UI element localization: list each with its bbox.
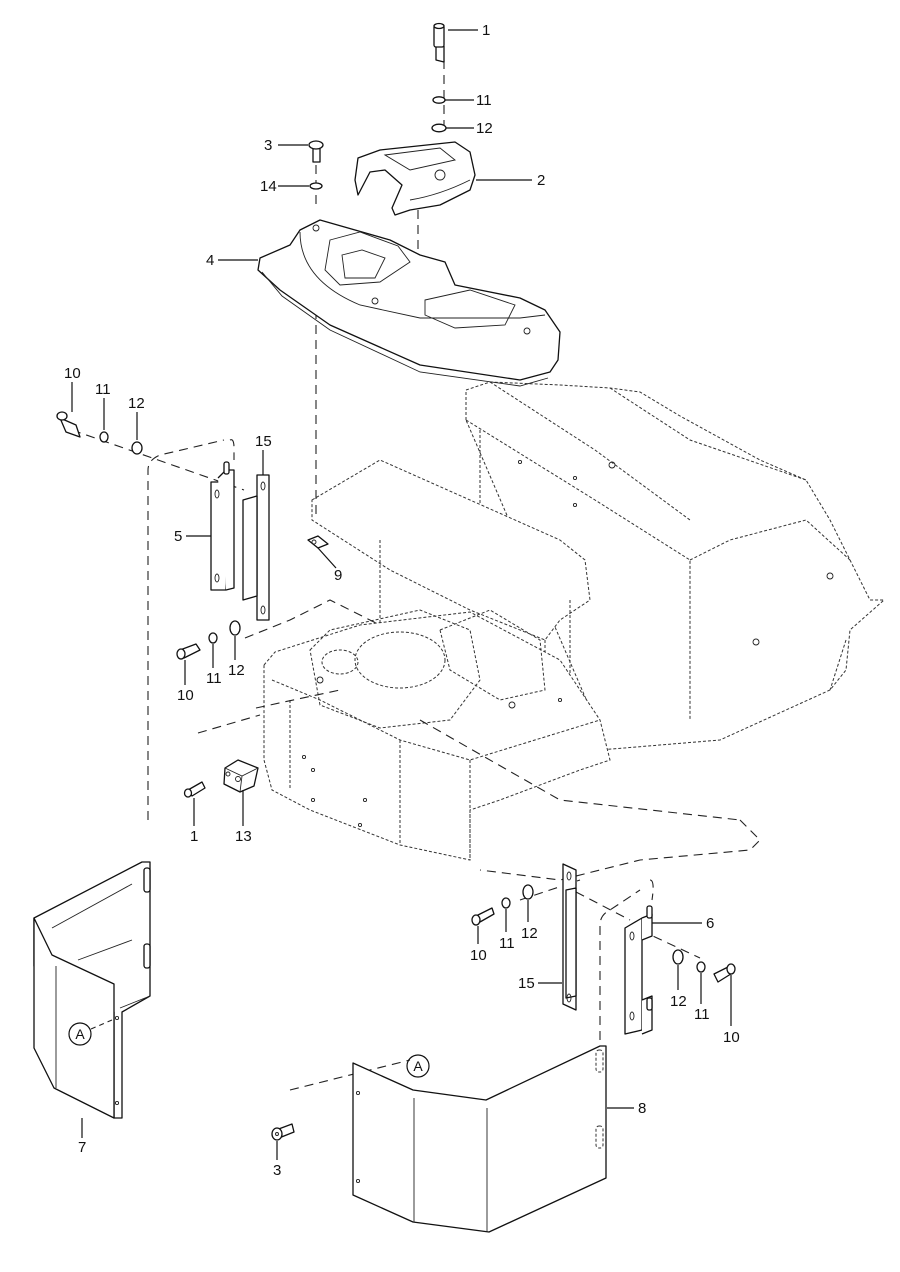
callout-13: 13: [235, 828, 252, 845]
part-6-bracket-right: [624, 905, 653, 1035]
chassis-frame: [263, 381, 886, 881]
part-5-bracket-left: [210, 461, 235, 591]
part-11-lock-washer-right-a: [501, 897, 511, 909]
callout-9: 9: [334, 567, 342, 584]
svg-text:A: A: [413, 1058, 423, 1074]
part-2-cup-holder: [354, 141, 476, 216]
callout-14: 14: [260, 178, 277, 195]
callout-11-top: 11: [476, 92, 492, 109]
callout-7: 7: [78, 1139, 86, 1156]
callout-8: 8: [638, 1100, 646, 1117]
part-15-strip-right: [562, 863, 577, 1011]
reference-mark-a-right: A: [406, 1054, 430, 1078]
callout-11-left-mid: 11: [206, 670, 222, 687]
part-11-lock-washer-left-mid: [208, 632, 218, 644]
part-11-lock-washer-right-b: [696, 961, 706, 973]
svg-text:A: A: [75, 1026, 85, 1042]
callout-1-mid: 1: [190, 828, 198, 845]
callout-15-right: 15: [518, 975, 535, 992]
callout-12-left-top: 12: [128, 395, 145, 412]
callout-3-top: 3: [264, 137, 272, 154]
callout-labels: 1 11 12 2 3 14 4 10 11 12 15 5 9 10 11 1…: [64, 22, 740, 1179]
part-12-flat-washer-top: [431, 123, 447, 133]
callout-10-left-top: 10: [64, 365, 81, 382]
part-9-clip: [307, 535, 329, 549]
callout-11-left-top: 11: [95, 381, 111, 398]
part-7-side-panel-left: [33, 861, 151, 1119]
callout-12-right-b: 12: [670, 993, 687, 1010]
part-11-lock-washer-left-top: [99, 431, 109, 443]
callout-12-left-mid: 12: [228, 662, 245, 679]
part-10-bolt-right-b: [713, 963, 736, 983]
callout-12-right-a: 12: [521, 925, 538, 942]
callout-4: 4: [206, 252, 214, 269]
part-10-bolt-left-mid: [176, 643, 201, 660]
callout-10-right-b: 10: [723, 1029, 740, 1046]
part-3-screw-bottom: [271, 1123, 295, 1141]
callout-12-top: 12: [476, 120, 493, 137]
callout-1-top: 1: [482, 22, 490, 39]
part-1-bolt-mid: [183, 781, 206, 798]
callout-5: 5: [174, 528, 182, 545]
part-1-bolt-top: [433, 22, 445, 63]
part-12-flat-washer-left-top: [131, 441, 143, 455]
leader-lines: [71, 29, 732, 1160]
callout-3-bottom: 3: [273, 1162, 281, 1179]
callout-6: 6: [706, 915, 714, 932]
part-10-bolt-left-top: [56, 411, 81, 438]
part-14-washer: [309, 182, 323, 190]
reference-mark-a-left: A: [68, 1019, 113, 1046]
part-12-flat-washer-right-b: [672, 949, 684, 965]
part-10-bolt-right-a: [471, 907, 495, 926]
callout-2: 2: [537, 172, 545, 189]
assembly-lines: [71, 60, 701, 1091]
part-8-front-panel: [352, 1045, 607, 1233]
callout-10-left-mid: 10: [177, 687, 194, 704]
part-13-block: [223, 759, 259, 793]
callout-11-right-b: 11: [694, 1006, 710, 1023]
callout-10-right-a: 10: [470, 947, 487, 964]
callout-11-right-a: 11: [499, 935, 515, 952]
part-11-lock-washer-top: [432, 96, 446, 104]
part-12-flat-washer-right-a: [522, 884, 534, 900]
part-15-strip-left: [242, 474, 270, 621]
callout-15-left: 15: [255, 433, 272, 450]
part-4-tray: [257, 219, 561, 387]
part-3-screw-top: [308, 140, 324, 163]
part-12-flat-washer-left-mid: [229, 620, 241, 636]
